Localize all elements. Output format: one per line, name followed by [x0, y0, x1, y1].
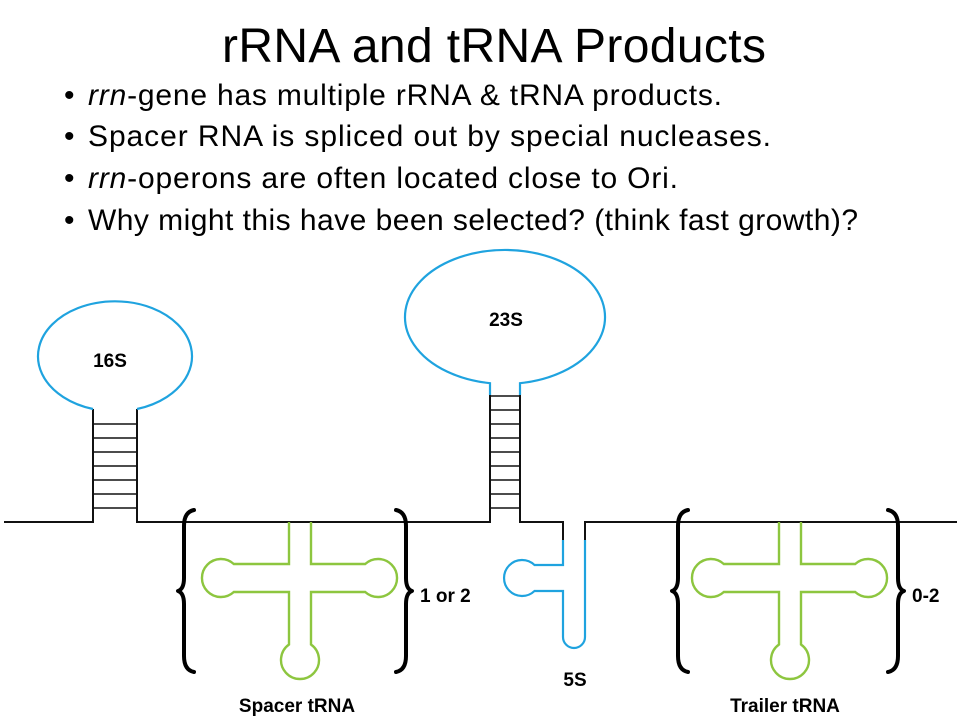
16s-label: 16S	[93, 351, 127, 372]
bullet-list: • rrn-gene has multiple rRNA & tRNA prod…	[64, 79, 858, 237]
bullet-marker: •	[64, 162, 75, 195]
bullet-item: • rrn-gene has multiple rRNA & tRNA prod…	[64, 79, 722, 112]
bullet-italic-term: rrn	[88, 162, 126, 195]
bullet-item: • rrn-operons are often located close to…	[64, 162, 678, 195]
rrn-operon-diagram: 16S 23S 5S	[4, 248, 957, 717]
5s-structure	[502, 540, 587, 650]
spacer-strand	[136, 395, 491, 523]
rrna-5s-hairpin: 5S	[502, 540, 587, 691]
bullet-text: rrn-operons are often located close to O…	[88, 162, 678, 195]
spacer-trna-left-bracket	[176, 508, 196, 674]
23s-loop	[403, 248, 607, 395]
16s-stem	[93, 423, 137, 509]
bullet-text: Spacer RNA is spliced out by special nuc…	[88, 120, 771, 153]
bullet-item: • Spacer RNA is spliced out by special n…	[64, 120, 771, 153]
bullet-text: Why might this have been selected? (thin…	[88, 204, 858, 237]
bullet-italic-term: rrn	[88, 79, 126, 112]
trailer-trna-right-bracket	[886, 508, 906, 674]
spacer-trna-count: 1 or 2	[420, 586, 471, 607]
bullet-text-rest: Why might this have been selected? (thin…	[88, 204, 858, 237]
spacer-trna-group: 1 or 2 Spacer tRNA	[176, 508, 471, 717]
bullet-marker: •	[64, 204, 75, 237]
rrna-16s-hairpin: 16S	[36, 300, 194, 509]
rrna-23s-hairpin: 23S	[403, 248, 607, 509]
spacer-trna-right-bracket	[394, 508, 414, 674]
slide-title: rRNA and tRNA Products	[222, 20, 766, 73]
trailer-trna-cloverleaf	[690, 522, 889, 681]
bullet-marker: •	[64, 120, 75, 153]
spacer-trna-cloverleaf	[200, 522, 399, 681]
16s-loop	[36, 300, 194, 411]
spacer-trna-label: Spacer tRNA	[239, 696, 355, 717]
bullet-marker: •	[64, 79, 75, 112]
bullet-text: rrn-gene has multiple rRNA & tRNA produc…	[88, 79, 722, 112]
bullet-text-rest: Spacer RNA is spliced out by special nuc…	[88, 120, 771, 153]
5s-label: 5S	[563, 670, 586, 691]
bullet-item: • Why might this have been selected? (th…	[64, 204, 858, 237]
trailer-trna-group: 0-2 Trailer tRNA	[670, 508, 939, 717]
23s-stem	[490, 395, 520, 509]
trailer-trna-left-bracket	[670, 508, 690, 674]
trailer-trna-label: Trailer tRNA	[730, 696, 840, 717]
trailer-trna-count: 0-2	[912, 586, 939, 607]
bullet-text-rest: -operons are often located close to Ori.	[127, 162, 678, 195]
intergenic-strand-23s-5s	[519, 395, 564, 540]
23s-label: 23S	[489, 310, 523, 331]
bullet-text-rest: -gene has multiple rRNA & tRNA products.	[127, 79, 722, 112]
trailer-strand	[584, 521, 957, 540]
leader-strand	[4, 409, 94, 523]
